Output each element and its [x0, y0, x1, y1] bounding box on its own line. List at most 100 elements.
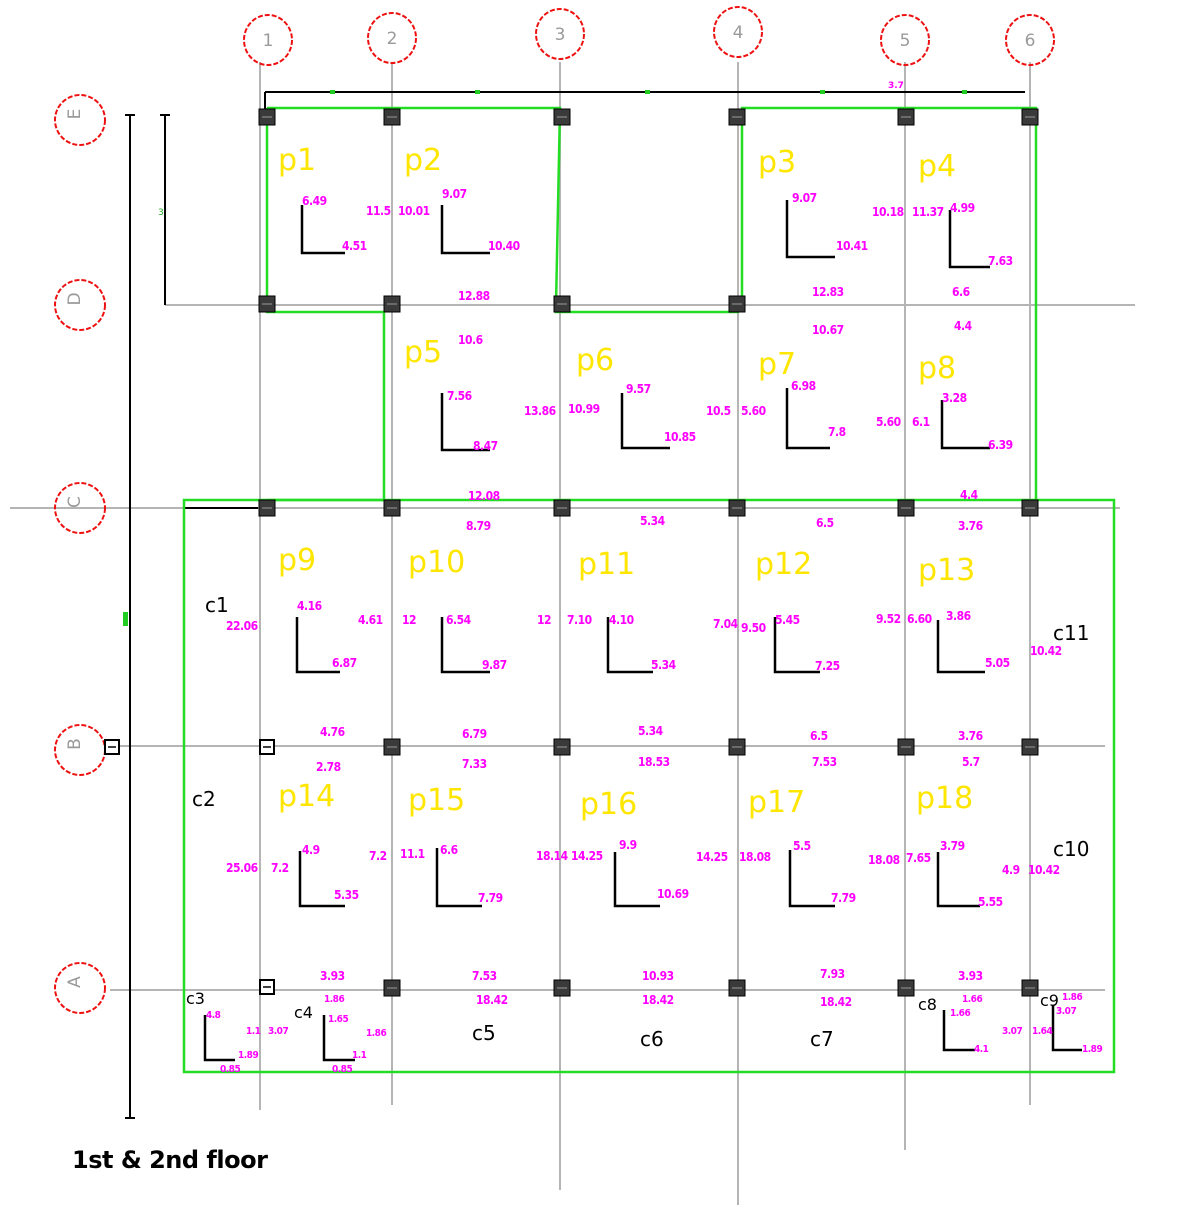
panel-label-p12: p12 [755, 547, 812, 582]
moment-value: 3.86 [946, 609, 971, 623]
panel-label-p1: p1 [278, 143, 316, 178]
panel-label-p11: p11 [578, 547, 635, 582]
edge-moment-value: 10.93 [642, 969, 674, 983]
cantilever-moment-value: 1.66 [962, 994, 982, 1005]
panel-label-p9: p9 [278, 543, 316, 578]
moment-value: 5.5 [793, 839, 811, 853]
axis-label: 1 [263, 31, 274, 51]
moment-value: 9.07 [792, 191, 817, 205]
axis-bubble-row-E: E [54, 94, 106, 146]
edge-moment-value: 7.33 [462, 757, 487, 771]
cantilever-moment-value: 1.1 [246, 1026, 261, 1037]
moment-value: 10.42 [1028, 863, 1060, 877]
moment-value: 6.49 [302, 194, 327, 208]
edge-moment-value: 7.53 [812, 755, 837, 769]
moment-value: 6.6 [440, 843, 458, 857]
reinforcement-marker [300, 205, 345, 255]
floor-title: 1st & 2nd floor [72, 1146, 268, 1174]
panel-label-p15: p15 [408, 783, 465, 818]
moment-value: 13.86 [524, 404, 556, 418]
cantilever-moment-value: 1.89 [238, 1050, 258, 1061]
moment-value: 9.87 [482, 658, 507, 672]
moment-value: 4.9 [1002, 863, 1020, 877]
edge-moment-value: 18.42 [820, 995, 852, 1009]
reinforcement-marker [942, 1010, 975, 1052]
axis-bubble-col-2: 2 [367, 12, 417, 64]
axis-label: B [65, 738, 85, 750]
edge-moment-value: 18.53 [638, 755, 670, 769]
moment-value: 3.79 [940, 839, 965, 853]
edge-moment-value: 7.93 [820, 967, 845, 981]
edge-moment-value: 18.42 [476, 993, 508, 1007]
cantilever-moment-value: 3.07 [268, 1026, 288, 1037]
cantilever-moment-value: 1.86 [1062, 992, 1082, 1003]
moment-value: 7.25 [815, 659, 840, 673]
moment-value: 4.99 [950, 201, 975, 215]
reinforcement-marker [936, 852, 980, 908]
moment-value: 4.61 [358, 613, 383, 627]
moment-value: 4.16 [297, 599, 322, 613]
axis-bubble-col-5: 5 [880, 14, 930, 66]
axis-label: 4 [733, 23, 744, 43]
moment-value: 11.1 [400, 847, 425, 861]
reinforcement-marker [298, 851, 345, 908]
moment-value: 6.87 [332, 656, 357, 670]
panel-label-p8: p8 [918, 351, 956, 386]
edge-moment-value: 6.79 [462, 727, 487, 741]
moment-value: 9.9 [619, 838, 637, 852]
moment-value: 5.34 [651, 658, 677, 672]
moment-value: 25.06 [226, 861, 258, 875]
moment-value: 5.60 [741, 404, 766, 418]
moment-value: 6.1 [912, 415, 930, 429]
axis-label: 6 [1025, 31, 1036, 51]
moment-value: 12 [537, 613, 551, 627]
panel-label-p6: p6 [576, 343, 614, 378]
cantilever-moment-value: 1.86 [366, 1028, 386, 1039]
panel-label-p10: p10 [408, 545, 465, 580]
moment-value: 7.10 [567, 613, 592, 627]
moment-value: 7.56 [447, 389, 472, 403]
moment-value: 7.8 [828, 425, 846, 439]
moment-value: 10.85 [664, 430, 696, 444]
axis-bubble-col-4: 4 [713, 6, 763, 58]
moment-value: 11.5 [366, 204, 391, 218]
reinforcement-marker [322, 1015, 355, 1062]
reinforcement-marker [606, 617, 653, 674]
axis-bubble-col-3: 3 [535, 8, 585, 60]
cantilever-moment-value: 1.1 [352, 1050, 367, 1061]
reinforcement-marker [440, 393, 490, 452]
moment-value: 9.52 [876, 612, 901, 626]
edge-moment-value: 6.5 [810, 729, 828, 743]
panel-label-p17: p17 [748, 785, 805, 820]
axis-bubble-row-D: D [54, 279, 106, 331]
cantilever-label-c7: c7 [810, 1027, 834, 1051]
edge-moment-value: 4.76 [320, 725, 345, 739]
reinforcement-marker [440, 617, 490, 674]
edge-moment-value: 8.79 [466, 519, 491, 533]
moment-value: 14.25 [571, 849, 603, 863]
columns [104, 108, 1039, 997]
reinforcement-marker [940, 400, 990, 450]
edge-moment-value: 4.4 [960, 488, 979, 502]
axis-label: 3 [555, 25, 566, 45]
moment-value: 10.41 [836, 239, 868, 253]
cantilever-moment-value: 1.65 [328, 1014, 348, 1025]
moment-value: 10.40 [488, 239, 520, 253]
moment-value: 7.63 [988, 254, 1013, 268]
moment-value: 8.47 [473, 439, 498, 453]
panel-label-p7: p7 [758, 347, 796, 382]
axis-label: D [65, 292, 85, 305]
moment-value: 11.37 [912, 205, 944, 219]
axis-bubble-row-C: C [54, 482, 106, 534]
edge-moment-value: 6.6 [952, 285, 970, 299]
reinforcement-marker [936, 620, 985, 674]
moment-value: 7.04 [713, 617, 739, 631]
grid-lines [10, 62, 1135, 1205]
reinforcement-marker [295, 617, 340, 674]
cantilever-label-c6: c6 [640, 1027, 664, 1051]
panel-label-p16: p16 [580, 787, 637, 822]
